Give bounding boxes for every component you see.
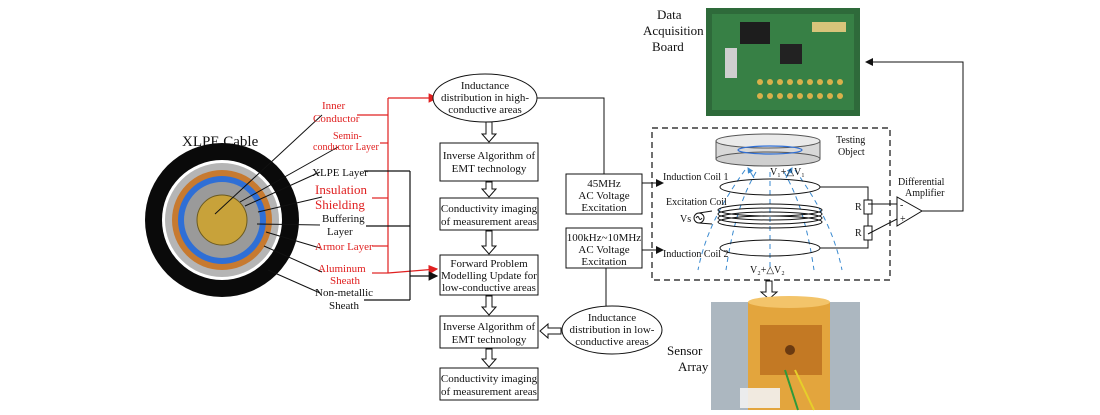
field-loop xyxy=(737,145,803,155)
arrow-down-4 xyxy=(480,295,498,316)
arrow-left-low xyxy=(539,322,562,340)
box-inverse-1 xyxy=(439,142,539,182)
induction-coil-1-label: Induction Coil 1 xyxy=(663,172,729,183)
testing-object-line1: Testing xyxy=(836,135,865,146)
label-inner-conductor-1: Inner xyxy=(322,100,346,112)
sensor-schematic: Testing Object Induction Coil 1 V₁+△V₁ E… xyxy=(651,127,898,281)
excitation-low-line2: AC Voltage xyxy=(578,244,629,256)
sensor-array-arrow xyxy=(759,280,779,300)
amp-plus: + xyxy=(900,214,906,225)
label-inner-conductor-2: Conductor xyxy=(313,113,360,125)
label-buffering-2: Layer xyxy=(327,226,353,238)
inductance-low-line3: conductive areas xyxy=(575,336,649,348)
board-label-3: Board xyxy=(652,39,684,54)
box-conductivity-2 xyxy=(439,367,539,401)
flowchart: Inductance distribution in high- conduct… xyxy=(432,73,663,401)
excitation-low-line1: 100kHz~10MHz xyxy=(567,232,642,244)
label-semiconductor-1: Semin- xyxy=(333,131,362,142)
conductivity-1-line1: Conductivity imaging xyxy=(441,203,538,215)
cable-leader-lines xyxy=(214,114,339,294)
v2-label: V₂+△V₂ xyxy=(750,265,785,276)
board-label-1: Data xyxy=(657,7,682,22)
label-aluminum-1: Aluminum xyxy=(318,263,366,275)
cable-layer-labels: Inner Conductor Semin- conductor Layer X… xyxy=(312,100,379,312)
diff-amp-line2: Amplifier xyxy=(905,188,945,199)
label-semiconductor-2: conductor Layer xyxy=(313,142,379,153)
data-acquisition-board: Data Acquisition Board xyxy=(643,7,860,116)
inductance-high-line3: conductive areas xyxy=(448,104,522,116)
excitation-connectors xyxy=(537,97,607,306)
label-aluminum-2: Sheath xyxy=(330,275,360,287)
arrow-down-1 xyxy=(480,121,498,143)
label-buffering-1: Buffering xyxy=(322,213,365,225)
excitation-high-line2: AC Voltage xyxy=(578,190,629,202)
box-inverse-2 xyxy=(439,315,539,349)
black-bracket xyxy=(364,170,439,301)
excitation-coil-label: Excitation Coil xyxy=(666,197,727,208)
differential-amplifier: - + Differential Amplifier xyxy=(865,58,964,227)
cable-cross-section: XLPE Cable xyxy=(145,134,299,297)
box-excitation-high xyxy=(565,173,643,215)
testing-object-bottom xyxy=(715,151,821,167)
label-xlpe: XLPE Layer xyxy=(312,167,368,179)
testing-object-line2: Object xyxy=(838,147,865,158)
conductivity-2-line1: Conductivity imaging xyxy=(441,373,538,385)
vs-label: Vs xyxy=(680,214,691,225)
conductivity-1-line2: of measurement areas xyxy=(441,216,537,228)
inductance-low-line1: Inductance xyxy=(588,312,636,324)
inverse-1-line1: Inverse Algorithm of xyxy=(443,150,536,162)
label-insulation-2: Shielding xyxy=(315,197,365,212)
inductance-high-line2: distribution in high- xyxy=(441,92,529,104)
arrow-down-5 xyxy=(480,348,498,368)
board-connectors xyxy=(757,79,843,99)
box-excitation-low xyxy=(565,227,643,269)
amp-minus: - xyxy=(900,200,903,211)
resistor-1-label: R xyxy=(855,202,862,213)
arrow-down-3 xyxy=(480,230,498,255)
excitation-boxes: 45MHz AC Voltage Excitation 100kHz~10MHz… xyxy=(565,173,664,269)
inverse-2-line1: Inverse Algorithm of xyxy=(443,321,536,333)
conductor-core xyxy=(196,194,248,246)
flow-arrows xyxy=(480,121,562,368)
sensor-array-label-1: Sensor xyxy=(667,343,703,358)
conductivity-2-line2: of measurement areas xyxy=(441,386,537,398)
forward-line3: low-conductive areas xyxy=(442,282,536,294)
excitation-coil-windings xyxy=(717,203,823,229)
forward-line2: Modelling Update for xyxy=(441,270,537,282)
red-bracket xyxy=(357,93,439,275)
ellipse-inductance-low xyxy=(561,305,663,355)
excitation-high-line3: Excitation xyxy=(581,202,627,214)
excitation-high-line1: 45MHz xyxy=(587,178,621,190)
v1-label: V₁+△V₁ xyxy=(770,167,805,178)
testing-object-top xyxy=(715,133,821,149)
diff-amp-line1: Differential xyxy=(898,177,945,188)
label-insulation-1: Insulation xyxy=(315,182,367,197)
resistor-network xyxy=(820,186,898,249)
inductance-high-line1: Inductance xyxy=(461,80,509,92)
label-nonmetallic-1: Non-metallic xyxy=(315,287,373,299)
inductance-low-line2: distribution in low- xyxy=(570,324,655,336)
induction-coil-2-label: Induction Coil 2 xyxy=(663,249,729,260)
resistor-2-label: R xyxy=(855,228,862,239)
excitation-low-line3: Excitation xyxy=(581,256,627,268)
sensor-array-photo: Sensor Array xyxy=(667,280,860,411)
board-label-2: Acquisition xyxy=(643,23,704,38)
amplifier-triangle xyxy=(896,196,923,227)
forward-line1: Forward Problem xyxy=(450,258,528,270)
label-nonmetallic-2: Sheath xyxy=(329,300,359,312)
arrow-down-2 xyxy=(480,181,498,198)
inverse-1-line2: EMT technology xyxy=(452,163,527,175)
box-conductivity-1 xyxy=(439,197,539,231)
sensor-array-label-2: Array xyxy=(678,359,709,374)
box-forward xyxy=(439,254,539,296)
inverse-2-line2: EMT technology xyxy=(452,334,527,346)
label-armor: Armor Layer xyxy=(315,241,373,253)
